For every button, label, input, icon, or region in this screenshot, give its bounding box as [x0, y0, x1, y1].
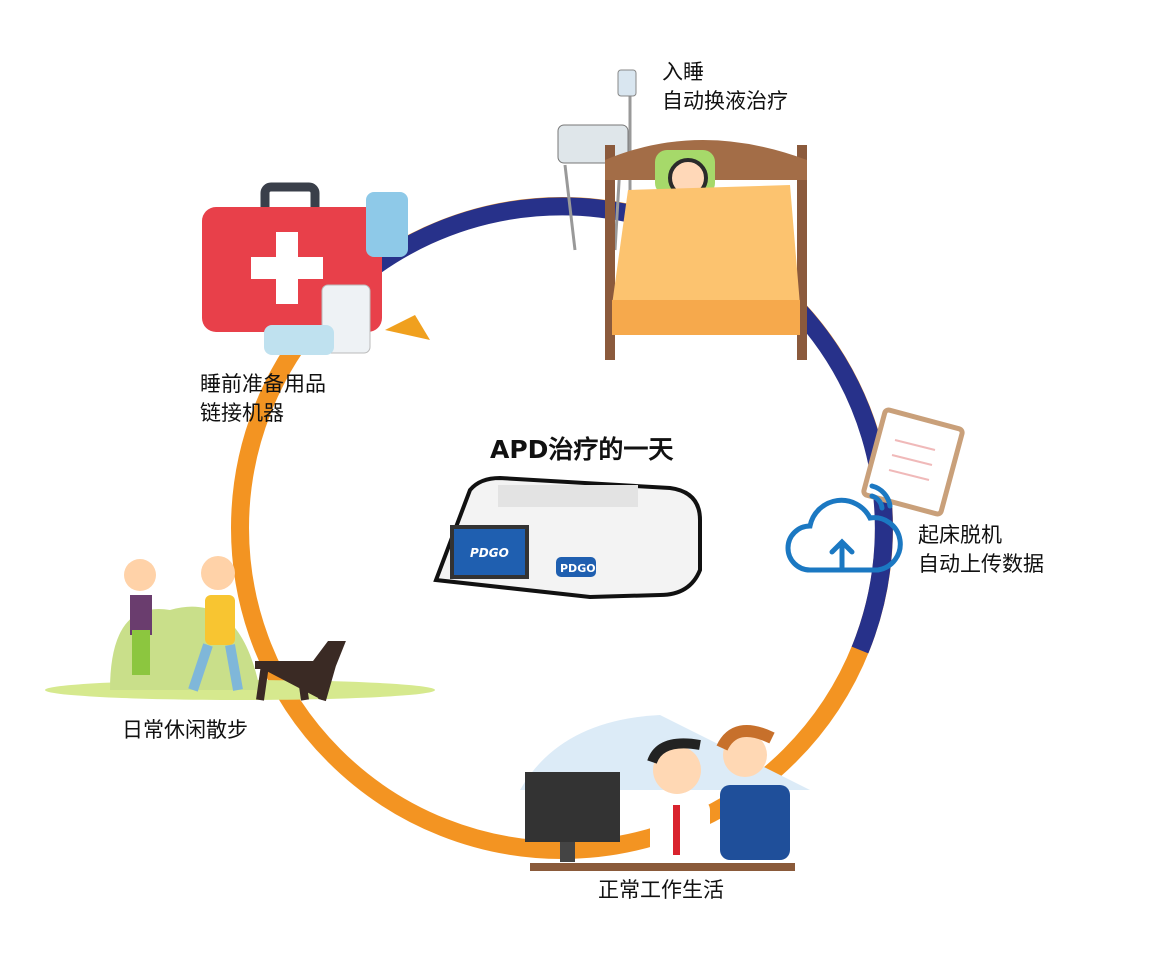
diagram-title: APD治疗的一天	[490, 435, 674, 464]
walking-dog-icon	[45, 556, 435, 702]
clipboard-icon	[861, 407, 965, 517]
step-prepare-line1: 睡前准备用品	[200, 372, 326, 396]
step-wake-label: 起床脱机 自动上传数据	[918, 521, 1044, 579]
step-sleep-label: 入睡 自动换液治疗	[662, 58, 788, 116]
step-walk-label: 日常休闲散步	[122, 716, 248, 745]
office-work-icon	[520, 715, 810, 871]
step-walk-line1: 日常休闲散步	[122, 718, 248, 742]
step-wake-line1: 起床脱机	[918, 523, 1002, 547]
step-wake-line2: 自动上传数据	[918, 552, 1044, 576]
step-prepare-line2: 链接机器	[200, 401, 284, 425]
step-prepare-label: 睡前准备用品 链接机器	[200, 370, 326, 428]
bed-sleeping-icon	[557, 69, 807, 360]
medical-kit-icon	[202, 182, 430, 355]
step-sleep-line1: 入睡	[662, 60, 704, 84]
step-sleep-line2: 自动换液治疗	[662, 89, 788, 113]
device-logo: PDGO	[560, 562, 596, 575]
step-work-label: 正常工作生活	[598, 876, 724, 905]
apd-device-icon: PDGO PDGO	[433, 475, 702, 600]
step-work-line1: 正常工作生活	[598, 878, 724, 902]
screen-logo: PDGO	[470, 546, 509, 560]
cloud-upload-icon	[785, 483, 903, 573]
